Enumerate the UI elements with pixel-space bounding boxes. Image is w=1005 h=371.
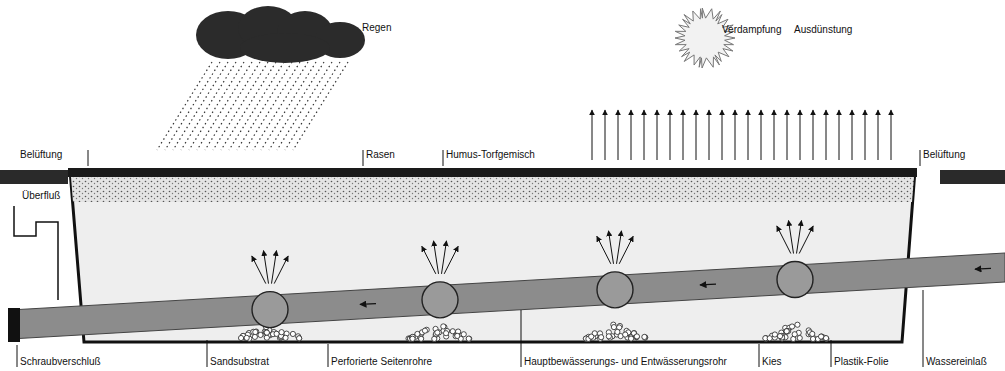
turf [68,168,917,177]
part-label: Wassereinlaß [926,356,987,368]
part-label: Sandsubstrat [210,356,269,368]
part-label: Humus-Torfgemisch [446,149,535,161]
cloud [196,6,365,63]
aeration-line [920,150,921,166]
sun [675,8,735,68]
ground-right [940,170,1005,184]
part-label: Hauptbewässerungs- und Entwässerungsrohr [524,356,727,368]
part-label: Verdampfung [722,24,782,36]
aeration-line [88,150,89,166]
pipe-details [238,221,991,342]
screw-cap [8,308,20,342]
ground-left [0,170,68,184]
part-label: Perforierte Seitenrohre [331,356,432,368]
part-label: Belüftung [923,149,965,161]
evaporation-arrows [592,110,891,160]
leader-lines [17,150,923,367]
part-label: Schraubverschluß [20,356,101,368]
rain [157,62,348,150]
part-label: Kies [762,356,781,368]
part-label: Überfluß [22,190,60,202]
main-pipe [10,253,1005,339]
humus-layer [71,177,914,202]
part-label: Plastik-Folie [834,356,888,368]
part-label: Regen [362,22,391,34]
overflow-outline [14,206,58,300]
part-label: Belüftung [20,149,62,161]
part-label: Ausdünstung [794,24,852,36]
overflow-shaft [0,186,10,286]
part-label: Rasen [366,149,395,161]
